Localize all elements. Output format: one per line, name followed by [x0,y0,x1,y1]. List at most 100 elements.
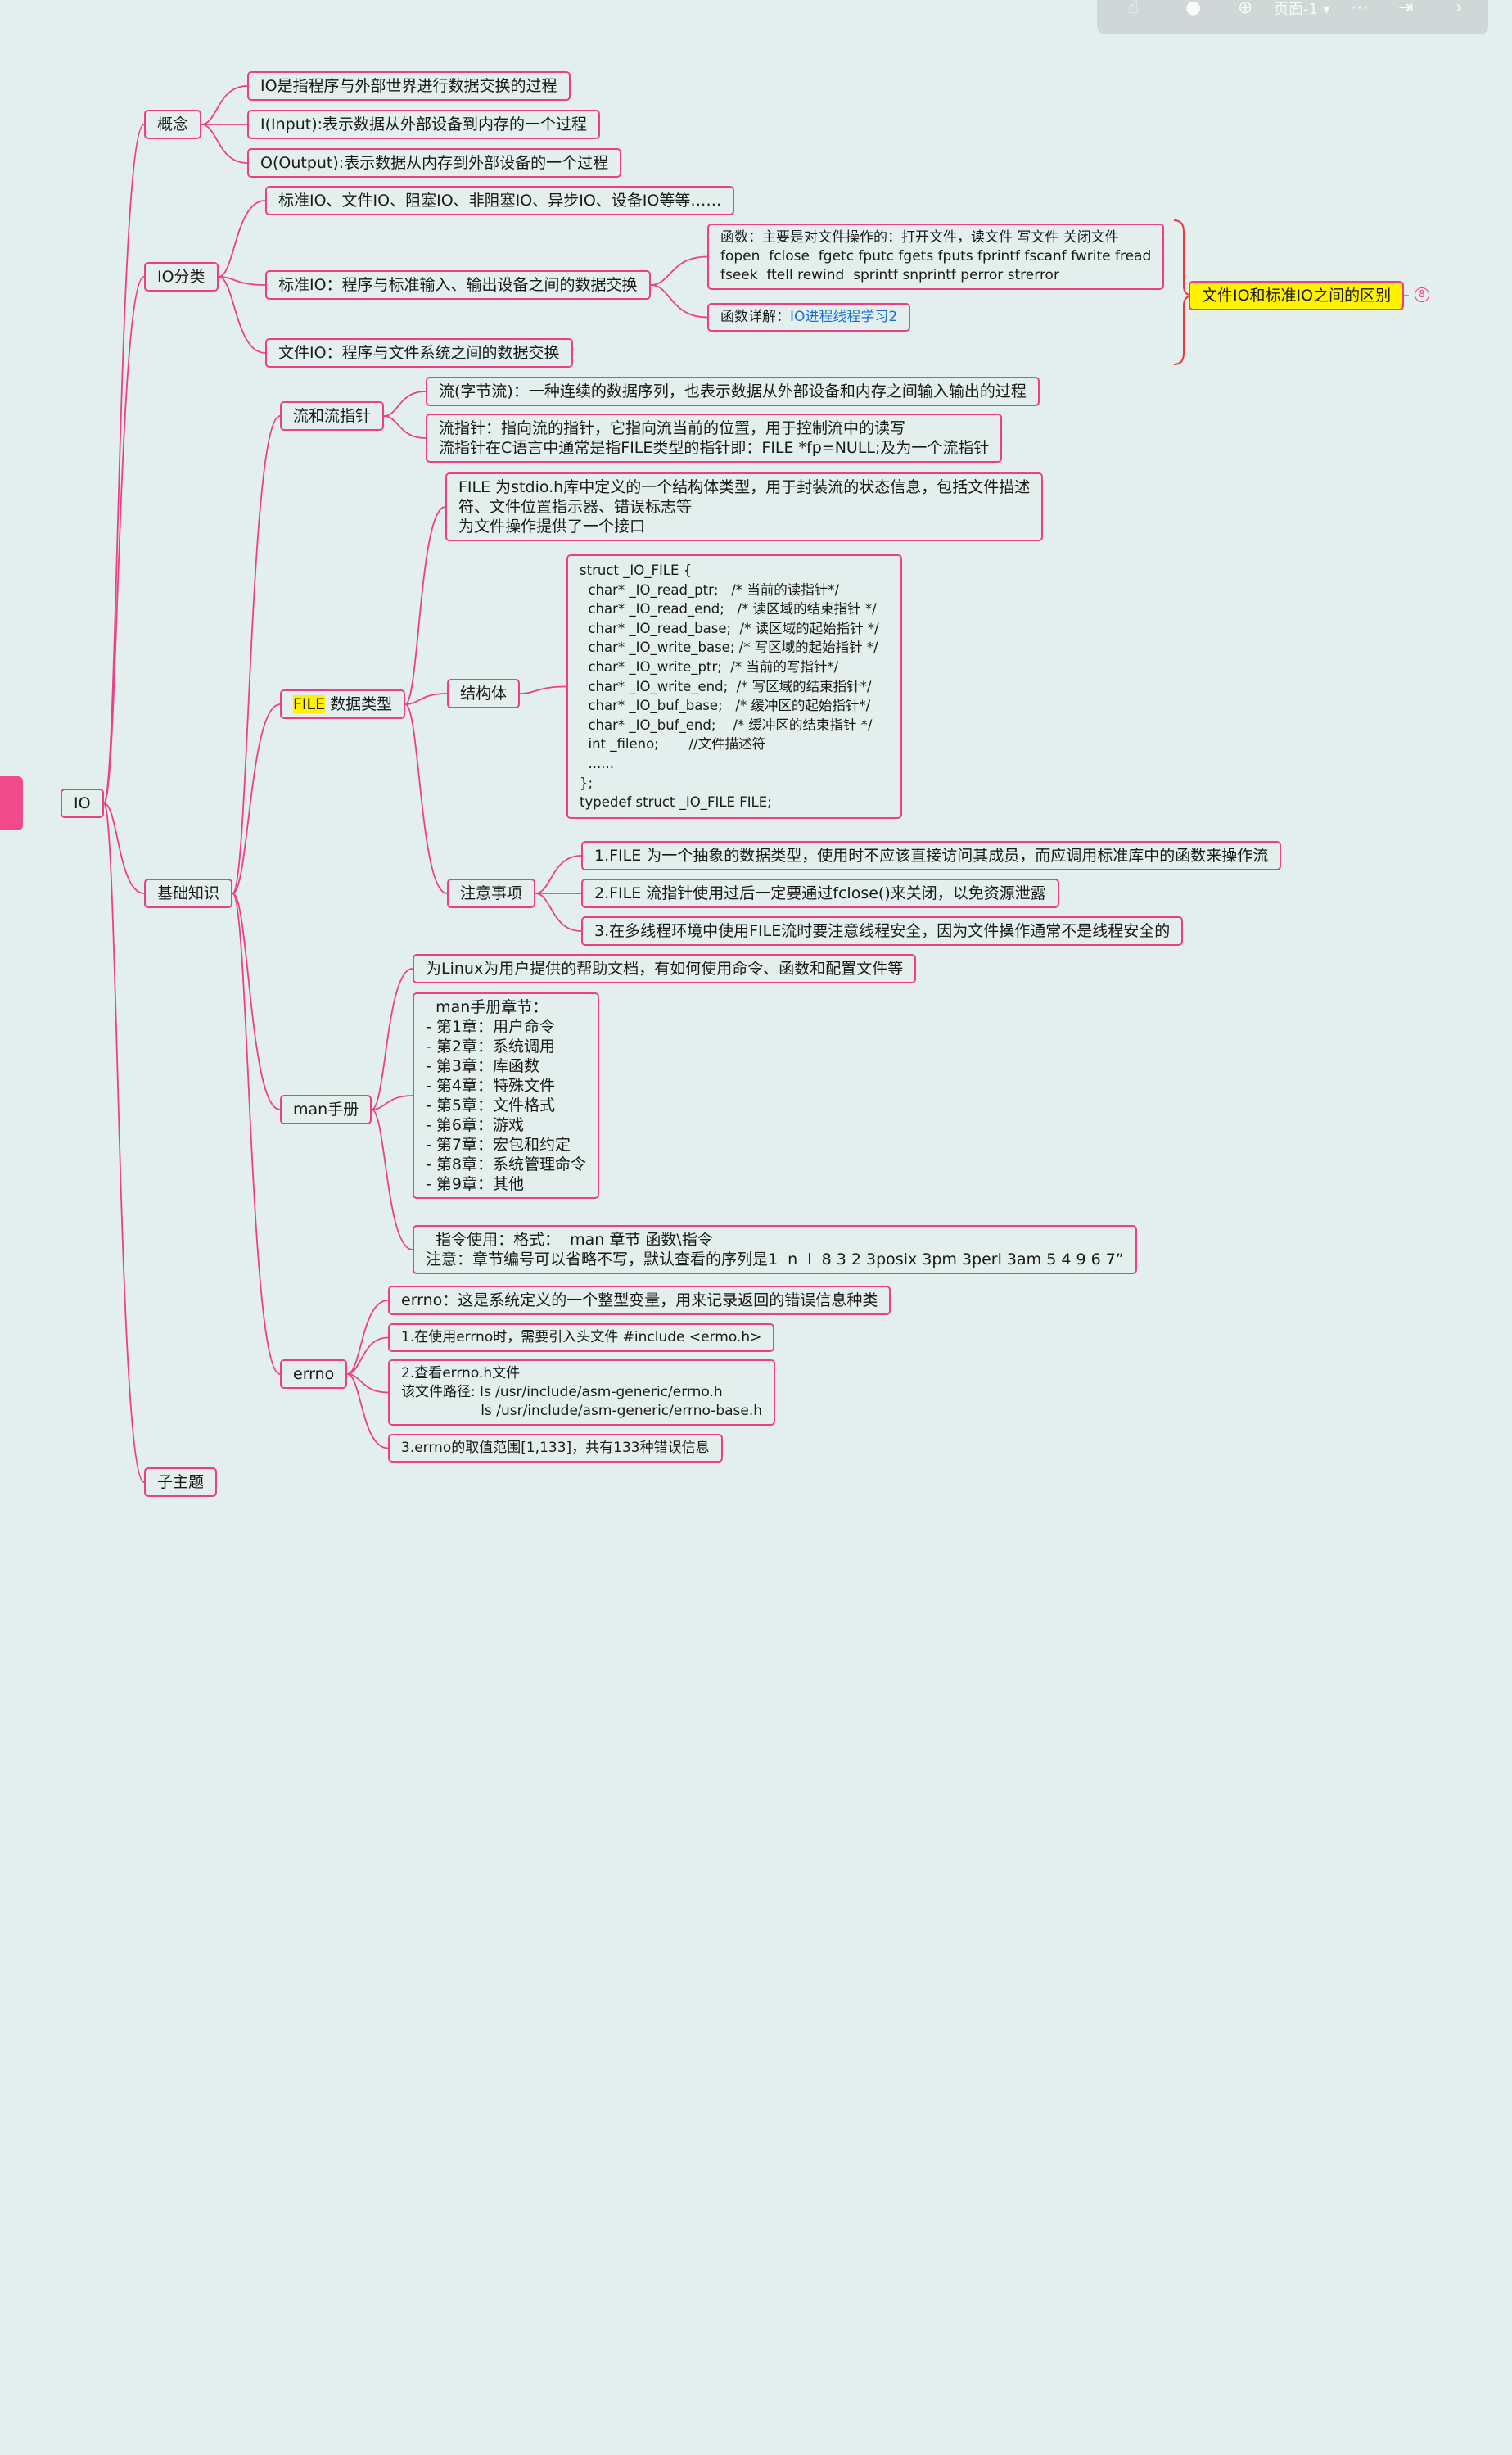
stream-pointer[interactable]: 流指针：指向流的指针，它指向流当前的位置，用于控制流中的读写 流指针在C语言中通… [426,414,1003,463]
std-io-text: 标准IO：程序与标准输入、输出设备之间的数据交换 [278,276,638,294]
summary-count-badge[interactable]: 8 [1415,287,1429,302]
file-desc-line: FILE 为stdio.h库中定义的一个结构体类型，用于封装流的状态信息，包括文… [458,478,1031,496]
usage-line: 注意：章节编号可以省略不写，默认查看的序列是1 n l 8 3 2 3posix… [426,1250,1124,1268]
code-line: typedef struct _IO_FILE FILE; [580,794,772,811]
zoom-in-icon[interactable]: ⊕ [1238,0,1253,18]
connector [404,693,448,705]
connector [232,415,281,894]
summary-text: 文件IO和标准IO之间的区别 [1202,287,1392,305]
io-types-list[interactable]: 标准IO、文件IO、阻塞IO、非阻塞IO、异步IO、设备IO等等…… [265,186,735,215]
root-node[interactable]: IO [61,789,104,818]
errno-description-text: errno：这是系统定义的一个整型变量，用来记录返回的错误信息种类 [401,1291,878,1309]
errno-file-path[interactable]: 2.查看errno.h文件 该文件路径: ls /usr/include/asm… [388,1359,776,1426]
concept-item-text: I(Input):表示数据从外部设备到内存的一个过程 [260,115,588,133]
func-detail-node[interactable]: 函数详解：IO进程线程学习2 [707,303,911,332]
file-type-description[interactable]: FILE 为stdio.h库中定义的一个结构体类型，用于封装流的状态信息，包括文… [445,472,1044,541]
concept-node[interactable]: 概念 [144,110,202,139]
io-types-node[interactable]: IO分类 [144,262,219,292]
errno-node[interactable]: errno [280,1359,348,1389]
man-node[interactable]: man手册 [280,1095,372,1124]
stream-definition-text: 流(字节流)：一种连续的数据序列，也表示数据从外部设备和内存之间输入输出的过程 [439,382,1027,400]
bulb-icon[interactable]: ● [1185,0,1202,18]
concept-item[interactable]: O(Output):表示数据从内存到外部设备的一个过程 [247,148,622,178]
connector [535,893,582,932]
struct-label: 结构体 [460,685,508,703]
basics-node[interactable]: 基础知识 [144,879,233,908]
stream-label: 流和流指针 [293,407,372,425]
chapter-line: - 第6章：游戏 [426,1116,524,1134]
func-detail-label: 函数详解： [720,309,790,325]
func-detail-link[interactable]: IO进程线程学习2 [790,309,898,325]
errno-header[interactable]: 1.在使用errno时，需要引入头文件 #include <ermo.h> [388,1323,775,1352]
page-selector[interactable]: 页面-1 ▾ [1274,0,1330,20]
left-panel-tab[interactable] [0,776,23,830]
connector [232,893,281,1110]
code-line: char* _IO_write_base; /* 写区域的起始指针 */ [580,640,878,656]
connector [535,855,582,894]
note-item[interactable]: 1.FILE 为一个抽象的数据类型，使用时不应该直接访问其成员，而应调用标准库中… [581,841,1282,870]
connector [346,1300,389,1375]
note-text: 2.FILE 流指针使用过后一定要通过fclose()来关闭，以免资源泄露 [594,884,1046,902]
usage-line: 指令使用：格式： man 章节 函数\指令 [426,1231,713,1249]
note-item[interactable]: 2.FILE 流指针使用过后一定要通过fclose()来关闭，以免资源泄露 [581,879,1059,908]
hand-icon[interactable]: ☝ [1128,0,1140,18]
file-type-label: 数据类型 [325,695,393,713]
subtopic-label: 子主题 [157,1473,205,1491]
notes-node[interactable]: 注意事项 [447,879,536,908]
note-item[interactable]: 3.在多线程环境中使用FILE流时要注意线程安全，因为文件操作通常不是线程安全的 [581,916,1184,946]
man-chapters[interactable]: man手册章节： - 第1章：用户命令 - 第2章：系统调用 - 第3章：库函数… [413,992,599,1199]
errno-range[interactable]: 3.errno的取值范围[1,133]，共有133种错误信息 [388,1434,723,1463]
struct-code-block[interactable]: struct _IO_FILE { char* _IO_read_ptr; /*… [566,554,902,819]
man-usage[interactable]: 指令使用：格式： man 章节 函数\指令 注意：章节编号可以省略不写，默认查看… [413,1225,1137,1274]
io-types-list-text: 标准IO、文件IO、阻塞IO、非阻塞IO、异步IO、设备IO等等…… [278,192,722,210]
code-line: char* _IO_buf_base; /* 缓冲区的起始指针*/ [580,698,871,714]
code-line: char* _IO_buf_end; /* 缓冲区的结束指针 */ [580,717,873,733]
connector [383,391,427,417]
connector [232,703,281,894]
man-description-text: 为Linux为用户提供的帮助文档，有如何使用命令、函数和配置文件等 [426,960,904,978]
connector [103,803,145,894]
chevron-right-icon[interactable]: › [1456,0,1463,18]
code-line: char* _IO_write_ptr; /* 当前的写指针*/ [580,658,839,675]
code-line: int _fileno; //文件描述符 [580,736,766,753]
stream-node[interactable]: 流和流指针 [280,401,385,431]
std-io-node[interactable]: 标准IO：程序与标准输入、输出设备之间的数据交换 [265,270,651,300]
export-icon[interactable]: ⇥ [1398,0,1414,18]
stream-definition[interactable]: 流(字节流)：一种连续的数据序列，也表示数据从外部设备和内存之间输入输出的过程 [426,377,1040,406]
code-line: struct _IO_FILE { [580,563,693,578]
struct-node[interactable]: 结构体 [447,679,521,708]
connector [404,703,448,894]
functions-line: 函数：主要是对文件操作的：打开文件，读文件 写文件 关闭文件 [720,229,1119,246]
man-description[interactable]: 为Linux为用户提供的帮助文档，有如何使用命令、函数和配置文件等 [413,954,917,983]
chapter-line: - 第1章：用户命令 [426,1018,555,1036]
code-line: ...... [580,755,614,771]
subtopic-node[interactable]: 子主题 [144,1467,218,1497]
file-type-node[interactable]: FILE 数据类型 [280,689,406,719]
chevron-down-icon: ▾ [1322,1,1330,18]
functions-line: fopen fclose fgetc fputc fgets fputs fpr… [720,248,1152,264]
note-text: 1.FILE 为一个抽象的数据类型，使用时不应该直接访问其成员，而应调用标准库中… [594,847,1269,865]
man-label: man手册 [293,1101,359,1119]
chapter-line: man手册章节： [426,998,548,1016]
chapter-line: - 第7章：宏包和约定 [426,1136,571,1154]
connector [371,1095,413,1110]
connector [103,124,145,804]
connector [650,284,708,319]
io-types-label: IO分类 [157,268,205,286]
concept-item[interactable]: I(Input):表示数据从外部设备到内存的一个过程 [247,110,601,139]
file-io-node[interactable]: 文件IO：程序与文件系统之间的数据交换 [265,338,573,368]
concept-item-text: IO是指程序与外部世界进行数据交换的过程 [260,77,557,95]
std-io-functions[interactable]: 函数：主要是对文件操作的：打开文件，读文件 写文件 关闭文件 fopen fcl… [707,224,1165,290]
connector [371,968,413,1110]
stream-pointer-line: 流指针：指向流的指针，它指向流当前的位置，用于控制流中的读写 [439,419,906,437]
summary-node[interactable]: 文件IO和标准IO之间的区别 [1189,281,1405,310]
more-icon[interactable]: ⋯ [1351,0,1369,18]
concept-item[interactable]: IO是指程序与外部世界进行数据交换的过程 [247,71,571,101]
errno-path-line: ls /usr/include/asm-generic/errno-base.h [401,1403,763,1419]
top-toolbar: ☝ ● ⊕ 页面-1 ▾ ⋯ ⇥ › [1097,0,1488,34]
badge-number: 8 [1419,288,1425,300]
chapter-line: - 第5章：文件格式 [426,1096,555,1114]
file-io-text: 文件IO：程序与文件系统之间的数据交换 [278,344,560,362]
connector [346,1373,389,1449]
errno-description[interactable]: errno：这是系统定义的一个整型变量，用来记录返回的错误信息种类 [388,1286,891,1315]
